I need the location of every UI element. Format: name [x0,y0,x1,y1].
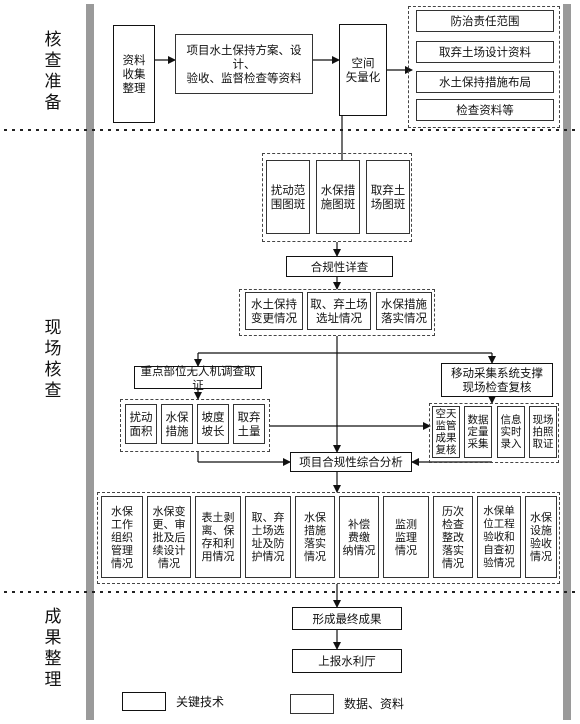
review-item: 水土保持 变更情况 [245,292,303,330]
analysis-item: 水保 设施 验收 情况 [525,496,557,578]
mobile-item: 信息 实时 录入 [497,406,525,458]
analysis-item: 表土剥 离、保 存和利 用情况 [195,496,241,578]
analysis-box: 项目合规性综合分析 [290,452,412,472]
mobile-item: 数据 定量 采集 [464,406,492,458]
mobile-support-box: 移动采集系统支撑 现场检查复核 [441,363,553,397]
output-item: 水土保持措施布局 [416,71,554,93]
analysis-item: 取、弃 土场选 址及防 护情况 [245,496,291,578]
mobile-item: 空天 监管 成果 复核 [432,406,460,458]
uav-group [120,399,270,452]
legend-tech-swatch [122,692,166,711]
analysis-item: 历次 检查 整改 落实 情况 [433,496,473,578]
uav-item: 取弃 土量 [233,404,265,444]
final-result-box: 形成最终成果 [292,607,402,630]
legend-tech-label: 关键技术 [176,694,225,709]
legend-data-label: 数据、资料 [344,697,405,711]
output-item: 取弃土场设计资料 [416,41,554,63]
mobile-item: 现场 拍照 取证 [529,406,557,458]
phase-label-field: 现 场 核 查 [44,318,62,401]
analysis-group [97,492,560,584]
right-lane-bar [563,4,571,720]
review-item: 取、弃土场 选址情况 [307,292,371,330]
outputs-group [408,6,560,128]
map-item: 取弃土 场图斑 [366,160,410,234]
uav-item: 水保 措施 [161,404,193,444]
review-item: 水保措施 落实情况 [376,292,432,330]
output-item: 检查资料等 [416,99,554,121]
analysis-item: 补偿 费缴 纳情况 [339,496,379,578]
output-item: 防治责任范围 [416,10,554,32]
collect-box: 资料 收集 整理 [113,25,155,123]
uav-item: 坡度 坡长 [197,404,229,444]
map-item: 扰动范 围图斑 [266,160,310,234]
analysis-item: 水保变 更、审 批及后 续设计 情况 [147,496,191,578]
map-item: 水保措 施图斑 [316,160,360,234]
legend-data-swatch [290,694,334,714]
phase-label-result: 成 果 整 理 [44,607,62,690]
analysis-item: 监测 监理 情况 [383,496,429,578]
analysis-item: 水保 工作 组织 管理 情况 [101,496,143,578]
uav-item: 扰动 面积 [125,404,157,444]
report-box: 上报水利厅 [292,649,402,673]
compliance-review-box: 合规性详查 [286,256,393,277]
left-lane-bar [86,4,94,720]
vectorize-box: 空间 矢量化 [339,24,387,116]
phase-label-prep: 核 查 准 备 [44,30,62,113]
plans-data: 项目水土保持方案、设计、 验收、监督检查等资料 [175,34,313,94]
uav-survey-box: 重点部位无人机调查取证 [134,364,262,392]
review-group [239,289,435,336]
maps-group [262,153,412,242]
analysis-item: 水保 措施 落实 情况 [295,496,335,578]
analysis-item: 水保单 位工程 验收和 自查初 验情况 [477,496,521,578]
mobile-group [429,403,559,463]
